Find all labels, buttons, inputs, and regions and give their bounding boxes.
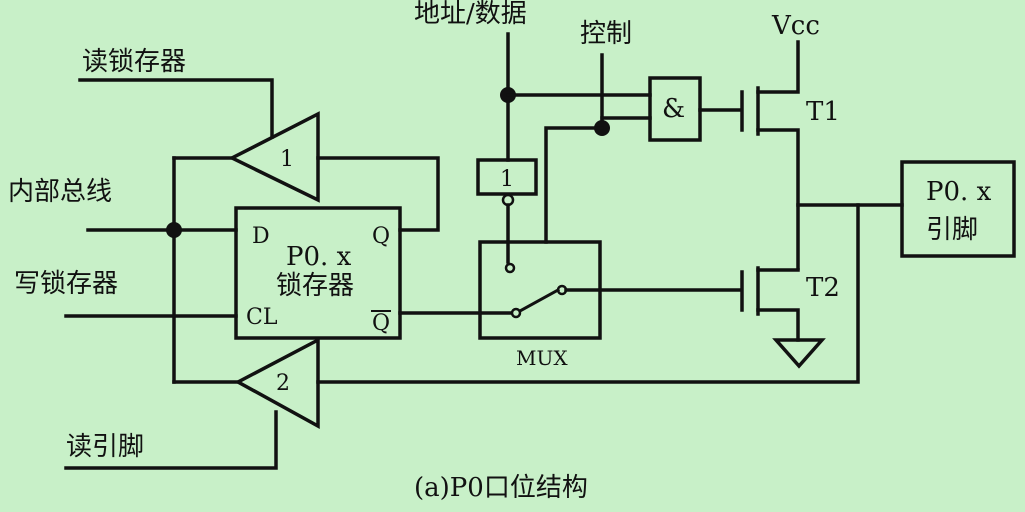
mux-label: MUX <box>516 346 568 370</box>
ground-icon <box>772 338 826 369</box>
latch-pin-cl: CL <box>246 305 278 330</box>
wire-pin-feedback <box>316 203 860 384</box>
wire-q-feedback <box>316 156 440 232</box>
wire-control-to-mux <box>544 126 604 244</box>
mux-contact-top <box>504 262 516 274</box>
mux-switch-arm <box>517 287 561 314</box>
diagram-caption: (a)P0口位结构 <box>414 473 588 503</box>
label-internal-bus: 内部总线 <box>8 177 112 207</box>
pin-box-line1: P0. x <box>926 177 992 207</box>
label-write-latch: 写锁存器 <box>14 269 118 299</box>
label-control: 控制 <box>580 19 632 49</box>
inverter-label: 1 <box>500 167 514 192</box>
latch-name-line2: 锁存器 <box>276 271 354 301</box>
label-vcc: Vcc <box>771 11 820 41</box>
latch-pin-d: D <box>252 224 270 249</box>
wire-read-latch <box>78 78 274 139</box>
latch-pin-q: Q <box>372 224 390 249</box>
pin-box-line2: 引脚 <box>926 215 978 245</box>
label-read-pin: 读引脚 <box>66 432 144 462</box>
t1-drain <box>756 40 800 94</box>
wire-read-pin <box>64 410 278 470</box>
tri-state-buffer-1 <box>228 111 320 203</box>
t2-source <box>756 308 800 342</box>
and-gate-label: & <box>662 94 685 124</box>
latch-pin-qbar: Q <box>372 311 390 336</box>
label-read-latch: 读锁存器 <box>82 47 186 77</box>
buffer-1-label: 1 <box>280 147 294 172</box>
label-address-data: 地址/数据 <box>414 0 527 29</box>
label-t2: T2 <box>806 273 840 303</box>
buffer-2-label: 2 <box>276 371 290 396</box>
latch-name-line1: P0. x <box>286 242 352 272</box>
p0-pin-box <box>900 160 1016 258</box>
junction-bus <box>166 222 182 238</box>
t1-source <box>756 128 800 270</box>
p0-latch-box <box>234 206 402 340</box>
label-t1: T1 <box>806 97 840 127</box>
mux-contact-bottom <box>510 307 522 319</box>
